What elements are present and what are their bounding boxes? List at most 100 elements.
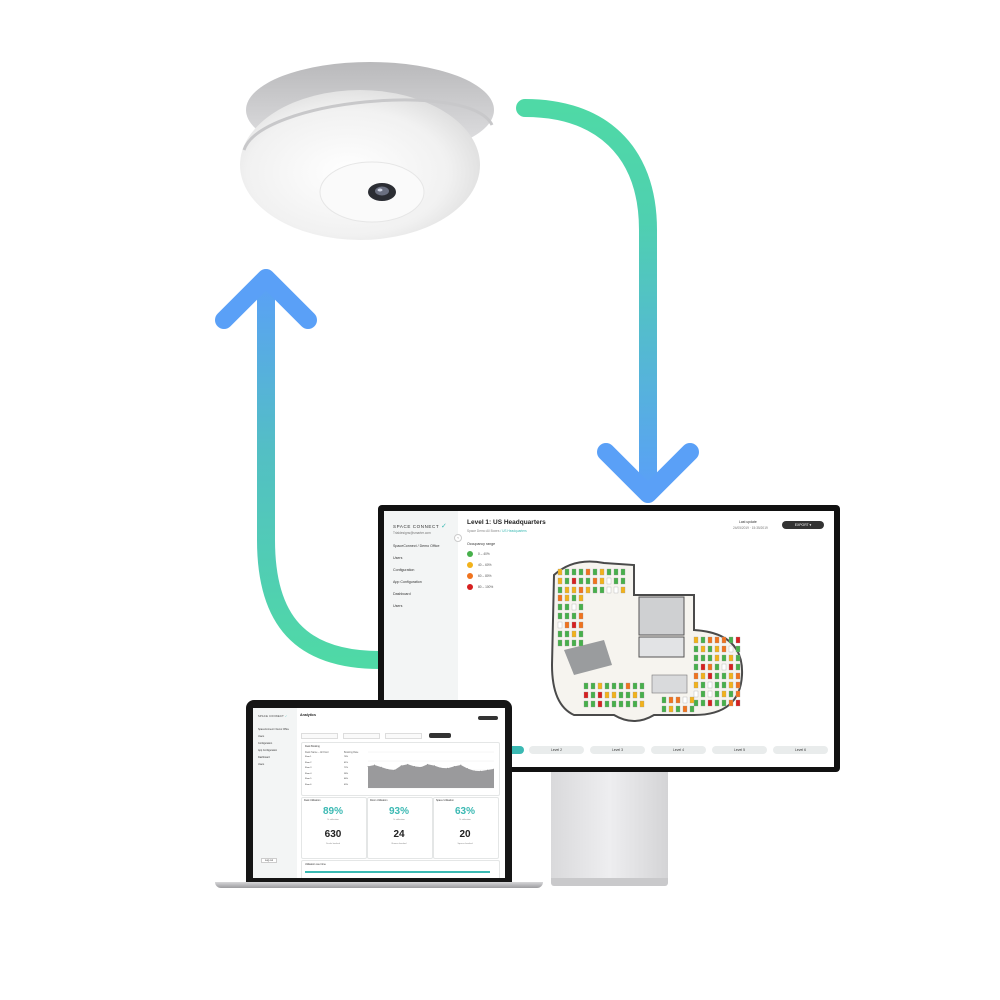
desk-marker — [735, 672, 741, 680]
logout-button[interactable]: Log out — [261, 858, 277, 863]
desk-marker — [578, 577, 584, 585]
desk-marker — [583, 700, 589, 708]
laptop-nav-item[interactable]: Dashboard — [258, 756, 270, 759]
desk-marker — [583, 691, 589, 699]
desk-marker — [590, 700, 596, 708]
tab-level-2[interactable]: Level 2 — [529, 746, 584, 754]
desk-marker — [613, 577, 619, 585]
filter-select[interactable] — [301, 733, 338, 739]
table-cell: Floor 6 — [305, 783, 312, 786]
desk-marker — [721, 636, 727, 644]
laptop-nav-item[interactable]: Users — [258, 735, 265, 738]
desk-marker — [618, 700, 624, 708]
desk-marker — [689, 705, 695, 713]
sidebar-item-configuration[interactable]: Configuration — [393, 568, 415, 572]
desk-marker — [707, 672, 713, 680]
desk-marker — [632, 700, 638, 708]
desk-marker — [557, 577, 563, 585]
desk-marker — [689, 696, 695, 704]
desk-marker — [728, 645, 734, 653]
floor-plan-map[interactable] — [544, 555, 754, 725]
desk-marker — [632, 691, 638, 699]
desk-marker — [707, 681, 713, 689]
table-cell: Floor 4 — [305, 772, 312, 775]
utilisation-card: Utilisation over time — [301, 860, 500, 878]
desk-marker — [606, 586, 612, 594]
card-title: Desk Booking — [305, 745, 320, 748]
desk-marker — [571, 603, 577, 611]
desk-marker — [721, 654, 727, 662]
card-title: Utilisation over time — [305, 863, 326, 866]
desk-marker — [564, 630, 570, 638]
desk-marker — [661, 705, 667, 713]
data-point — [433, 765, 435, 767]
laptop-export-button[interactable] — [478, 716, 498, 720]
sidebar-item-users[interactable]: Users — [393, 556, 403, 560]
desk-marker — [693, 681, 699, 689]
desk-marker — [693, 663, 699, 671]
data-point — [427, 763, 429, 765]
desk-marker — [590, 682, 596, 690]
tab-level-5[interactable]: Level 5 — [712, 746, 767, 754]
stat-count: 24 — [393, 829, 405, 840]
desk-marker — [714, 654, 720, 662]
table-cell: Floor 2 — [305, 761, 312, 764]
table-header: Booking Rate — [344, 751, 359, 754]
table-cell: 61% — [344, 761, 349, 764]
breadcrumb-link[interactable]: / US Headquarters — [500, 529, 527, 533]
desk-marker — [700, 699, 706, 707]
desk-marker — [721, 663, 727, 671]
desk-marker — [571, 639, 577, 647]
arrow-up-to-sensor — [257, 273, 389, 669]
tab-level-3[interactable]: Level 3 — [590, 746, 645, 754]
filter-select[interactable] — [385, 733, 422, 739]
data-point — [486, 769, 488, 771]
desk-marker — [578, 603, 584, 611]
analytics-title: Analytics — [300, 713, 316, 717]
desk-marker — [564, 621, 570, 629]
laptop-nav-item[interactable]: Configuration — [258, 742, 273, 745]
stat-percent-caption: % utilisation — [327, 819, 339, 821]
legend-item: 60 – 80% — [467, 573, 491, 579]
apply-button[interactable] — [429, 733, 451, 738]
desk-marker — [714, 699, 720, 707]
desk-marker — [590, 691, 596, 699]
desk-marker — [707, 690, 713, 698]
desk-marker — [735, 699, 741, 707]
desk-marker — [578, 621, 584, 629]
stat-percent: 93% — [388, 806, 409, 817]
desk-marker — [557, 568, 563, 576]
legend-item: 0 – 40% — [467, 551, 490, 557]
data-point — [447, 767, 448, 769]
desk-marker — [578, 586, 584, 594]
export-button[interactable]: EXPORT ▾ — [782, 521, 824, 529]
desk-marker — [618, 682, 624, 690]
sidebar-item-demo-office[interactable]: SpaceConnect / Demo Office — [393, 544, 440, 548]
stat-count-caption: Rooms booked — [391, 843, 407, 845]
tab-level-1[interactable] — [504, 746, 524, 754]
collapse-sidebar-icon[interactable]: ‹ — [454, 534, 462, 542]
table-cell: Floor 1 — [305, 756, 312, 758]
data-point — [440, 767, 442, 769]
booking-area-chart — [367, 751, 494, 789]
sidebar-item-users-2[interactable]: Users — [393, 604, 403, 608]
laptop-nav-item[interactable]: SpaceConnect / Demo Office — [258, 728, 289, 731]
desk-marker — [592, 577, 598, 585]
sidebar-item-dashboard[interactable]: Dashboard — [393, 592, 411, 596]
desk-marker — [728, 654, 734, 662]
stat-count: 20 — [459, 829, 471, 840]
desk-marker — [721, 645, 727, 653]
data-point — [414, 766, 415, 767]
desk-marker — [592, 568, 598, 576]
filter-select[interactable] — [343, 733, 380, 739]
tab-level-4[interactable]: Level 4 — [651, 746, 706, 754]
laptop-nav-item[interactable]: App Configuration — [258, 749, 278, 752]
laptop-nav-item[interactable]: Users — [258, 763, 265, 766]
sidebar-item-app-configuration[interactable]: App Configuration — [393, 580, 422, 584]
stat-label: Room Utilisation — [370, 799, 388, 802]
desk-marker — [714, 672, 720, 680]
data-point — [394, 769, 395, 771]
tab-level-6[interactable]: Level 6 — [773, 746, 828, 754]
